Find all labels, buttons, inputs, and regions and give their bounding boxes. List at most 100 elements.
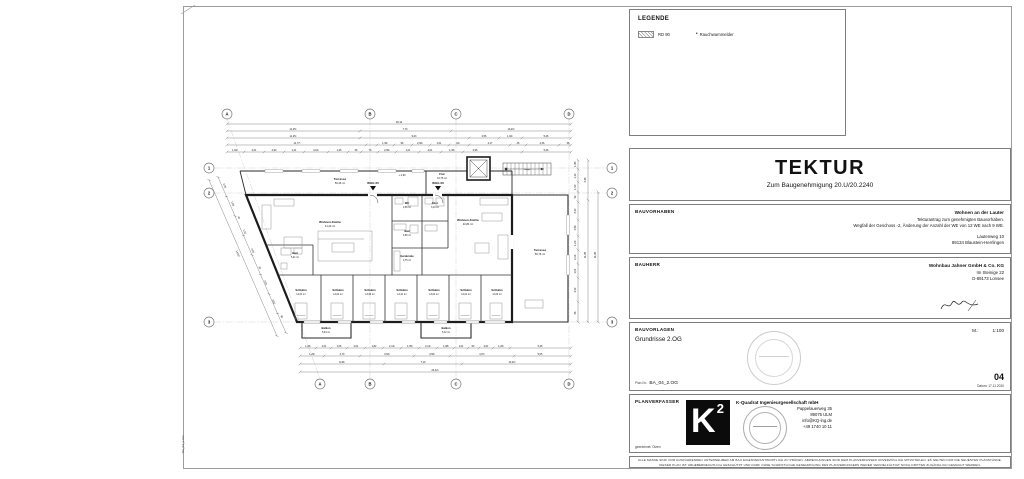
plan-label: Schlafen: [295, 288, 307, 292]
fixture: [393, 250, 401, 272]
legend-title: LEGENDE: [638, 16, 670, 22]
plan-label: Abst.: [432, 201, 439, 205]
plan-label: 64: [472, 345, 475, 348]
plan-label: 11,96: [584, 251, 587, 258]
plan-label: 2,14¹: [574, 254, 577, 260]
plan-label: 4,52: [574, 287, 577, 292]
plan-label: 1,01: [406, 149, 411, 152]
axis-bubble-label: B: [368, 112, 371, 117]
balcony-walls: [301, 322, 472, 339]
plan-label: 92: [574, 195, 577, 198]
plan-label: 12,01 m²: [461, 293, 471, 296]
disclaimer-line: ALLE MASSE SIND VOM AUSFÜHRENDEN UNTERNE…: [638, 458, 1002, 462]
project-name: Wohnen an der Lauter: [954, 210, 1004, 215]
dimension-line: [208, 179, 278, 337]
plan-label: 5,26: [538, 345, 543, 348]
fixture: [407, 196, 419, 207]
drawn-by: gezeichnet: Olzen: [635, 445, 661, 449]
kquadrat-logo: K 2: [686, 400, 730, 445]
axis-bubble-label: 2: [208, 191, 211, 196]
plan-label: 2,14¹: [389, 345, 395, 348]
plan-label: 9,23: [412, 135, 417, 138]
fixture: [280, 262, 288, 270]
outer-wall: [244, 193, 514, 324]
plan-label: 96: [574, 311, 577, 314]
plan-label: WC: [405, 201, 410, 205]
plan-label: 5,05: [538, 353, 543, 356]
plan-label: 1,01: [459, 345, 464, 348]
tektur-box: TEKTUR Zum Baugenehmigung 20.U/20.2240: [629, 148, 1011, 201]
fixture: [293, 247, 303, 255]
plan-label: Treppe: [524, 168, 532, 171]
plan-label: Bad: [292, 251, 298, 255]
fixture: [394, 197, 404, 205]
plan-label: 3,52¹: [384, 353, 390, 356]
axis-bubble-label: C: [454, 112, 457, 117]
plan-label: 1,55¹: [407, 345, 413, 348]
bed: [458, 302, 472, 320]
plan-label: 1,36¹: [449, 149, 455, 152]
plan-label: 1,26: [337, 149, 342, 152]
plan-label: 8,46¹: [339, 361, 345, 364]
plan-label: 2,66¹: [417, 142, 423, 145]
bed: [362, 302, 376, 320]
planverfasser-label: PLANVERFASSER: [635, 399, 680, 404]
plan-label: Flur: [439, 172, 445, 176]
axis-bubble: [450, 108, 462, 120]
plan-label: 1,21¹: [574, 240, 577, 246]
plan-label: 3,65: [250, 248, 255, 254]
client-name: Wohnbau Jahner GmbH & Co. KG: [928, 263, 1004, 268]
legend-item-smoke-detector: Rauchwarnmelder: [699, 31, 734, 37]
whg-entry-markers: [370, 186, 441, 191]
bed: [394, 302, 408, 320]
company-phone: +49 1740 10 11: [803, 424, 832, 430]
plan-label: 2,01: [428, 149, 433, 152]
plan-label: 5,04 m²: [322, 331, 330, 334]
axis-bubble: [221, 108, 233, 120]
window: [377, 169, 397, 173]
bed: [489, 302, 503, 320]
window: [301, 169, 321, 173]
fixture: [280, 247, 292, 256]
drawing-title: Grundrisse 2.OG: [635, 336, 682, 343]
axis-bubble-label: 2: [611, 191, 614, 196]
plan-label: 96: [280, 315, 284, 319]
sheet-number: 04: [993, 372, 1004, 382]
fold-corner-line: [180, 4, 196, 15]
company-name: K-Quadrat Ingenieurgesellschaft mbH: [736, 400, 819, 405]
plan-number-field: Plan-Nr.:BA_04_2.OG: [635, 381, 678, 386]
plan-label: 56,76 m²: [535, 252, 545, 256]
legend-item-rd90: RD 90: [658, 31, 670, 37]
plan-label: 3,10 m²: [431, 206, 439, 209]
plan-label: 13,64 m²: [365, 293, 375, 296]
project-street: Lautenweg 10: [977, 233, 1004, 239]
planverfasser-text: K-Quadrat Ingenieurgesellschaft mbH Papp…: [736, 400, 832, 430]
plan-label: 4,86 m²: [403, 234, 411, 237]
plan-label: 11,25¹: [290, 128, 297, 131]
door-gap-terrace: [510, 235, 514, 249]
plan-label: 3,20: [574, 208, 577, 213]
axis-bubble: [203, 187, 215, 199]
axis-bubble-label: D: [567, 382, 570, 387]
plan-label: Schlafen: [332, 288, 344, 292]
plan-label: 1,82: [372, 345, 377, 348]
axis-bubble: [606, 162, 618, 174]
plan-label: WHG-06: [432, 181, 444, 185]
plan-label: 2,66¹: [384, 149, 390, 152]
plan-label: 1,01: [322, 345, 327, 348]
axis-bubble-label: C: [454, 382, 457, 387]
plan-label: 3,36: [584, 177, 587, 182]
tektur-subtitle: Zum Baugenehmigung 20.U/20.2240: [766, 182, 874, 189]
fixture: [393, 223, 407, 231]
axis-bubble: [450, 378, 462, 390]
plan-label: 1,66: [230, 201, 235, 207]
furniture: [261, 197, 509, 262]
plan-label: 96: [401, 142, 404, 145]
plan-label: 16,75 m²: [437, 177, 447, 180]
scale-value: 1:100: [992, 328, 1005, 333]
logo-superscript: 2: [716, 401, 724, 416]
plan-label: Terrasse: [534, 248, 547, 252]
bauherr-text: Wohnbau Jahner GmbH & Co. KG Im Steinige…: [929, 263, 1004, 282]
